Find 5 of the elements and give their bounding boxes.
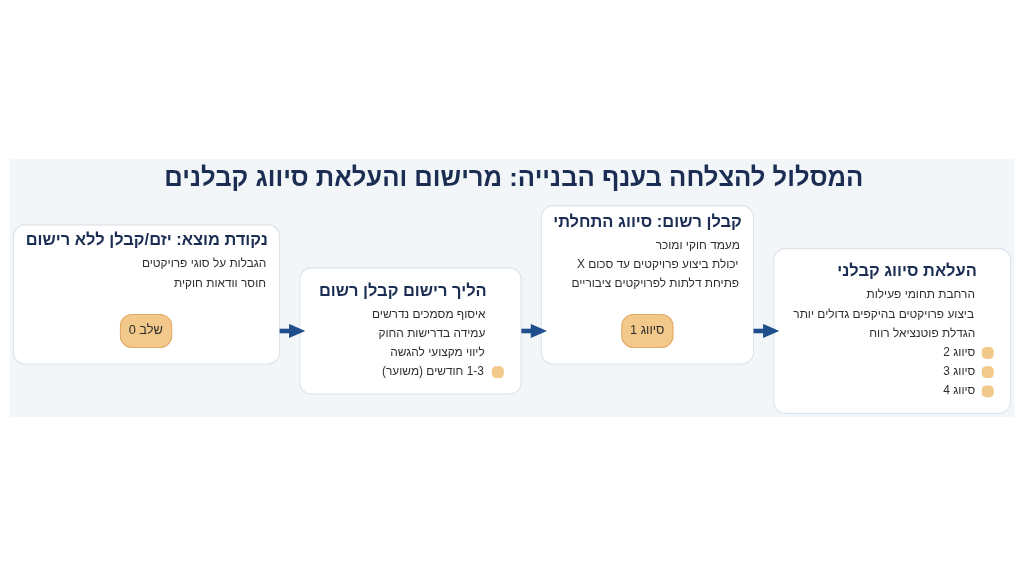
node-box: סיווג 1 <box>621 313 674 349</box>
node-box: שלב 0 <box>119 313 173 349</box>
node-box: הליך רישום קבלן רשום איסוף מסמכים נדרשים עמידה בדרישות החוק ליווי מקצועי להגשה 1-3 חודשים (משוער) <box>299 267 522 395</box>
diagram-title: המסלול להצלחה בענף הבנייה: מרישום והעלאת סיווג קבלנים <box>164 162 864 191</box>
node-box: העלאת סיווג קבלני הרחבת תחומי פעילות ביצוע פרויקטים בהיקפים גדולים יותר הגדלת פוטנציאל רווח סיווג 2 סיווג 3 סיווג 4 <box>773 248 1012 414</box>
